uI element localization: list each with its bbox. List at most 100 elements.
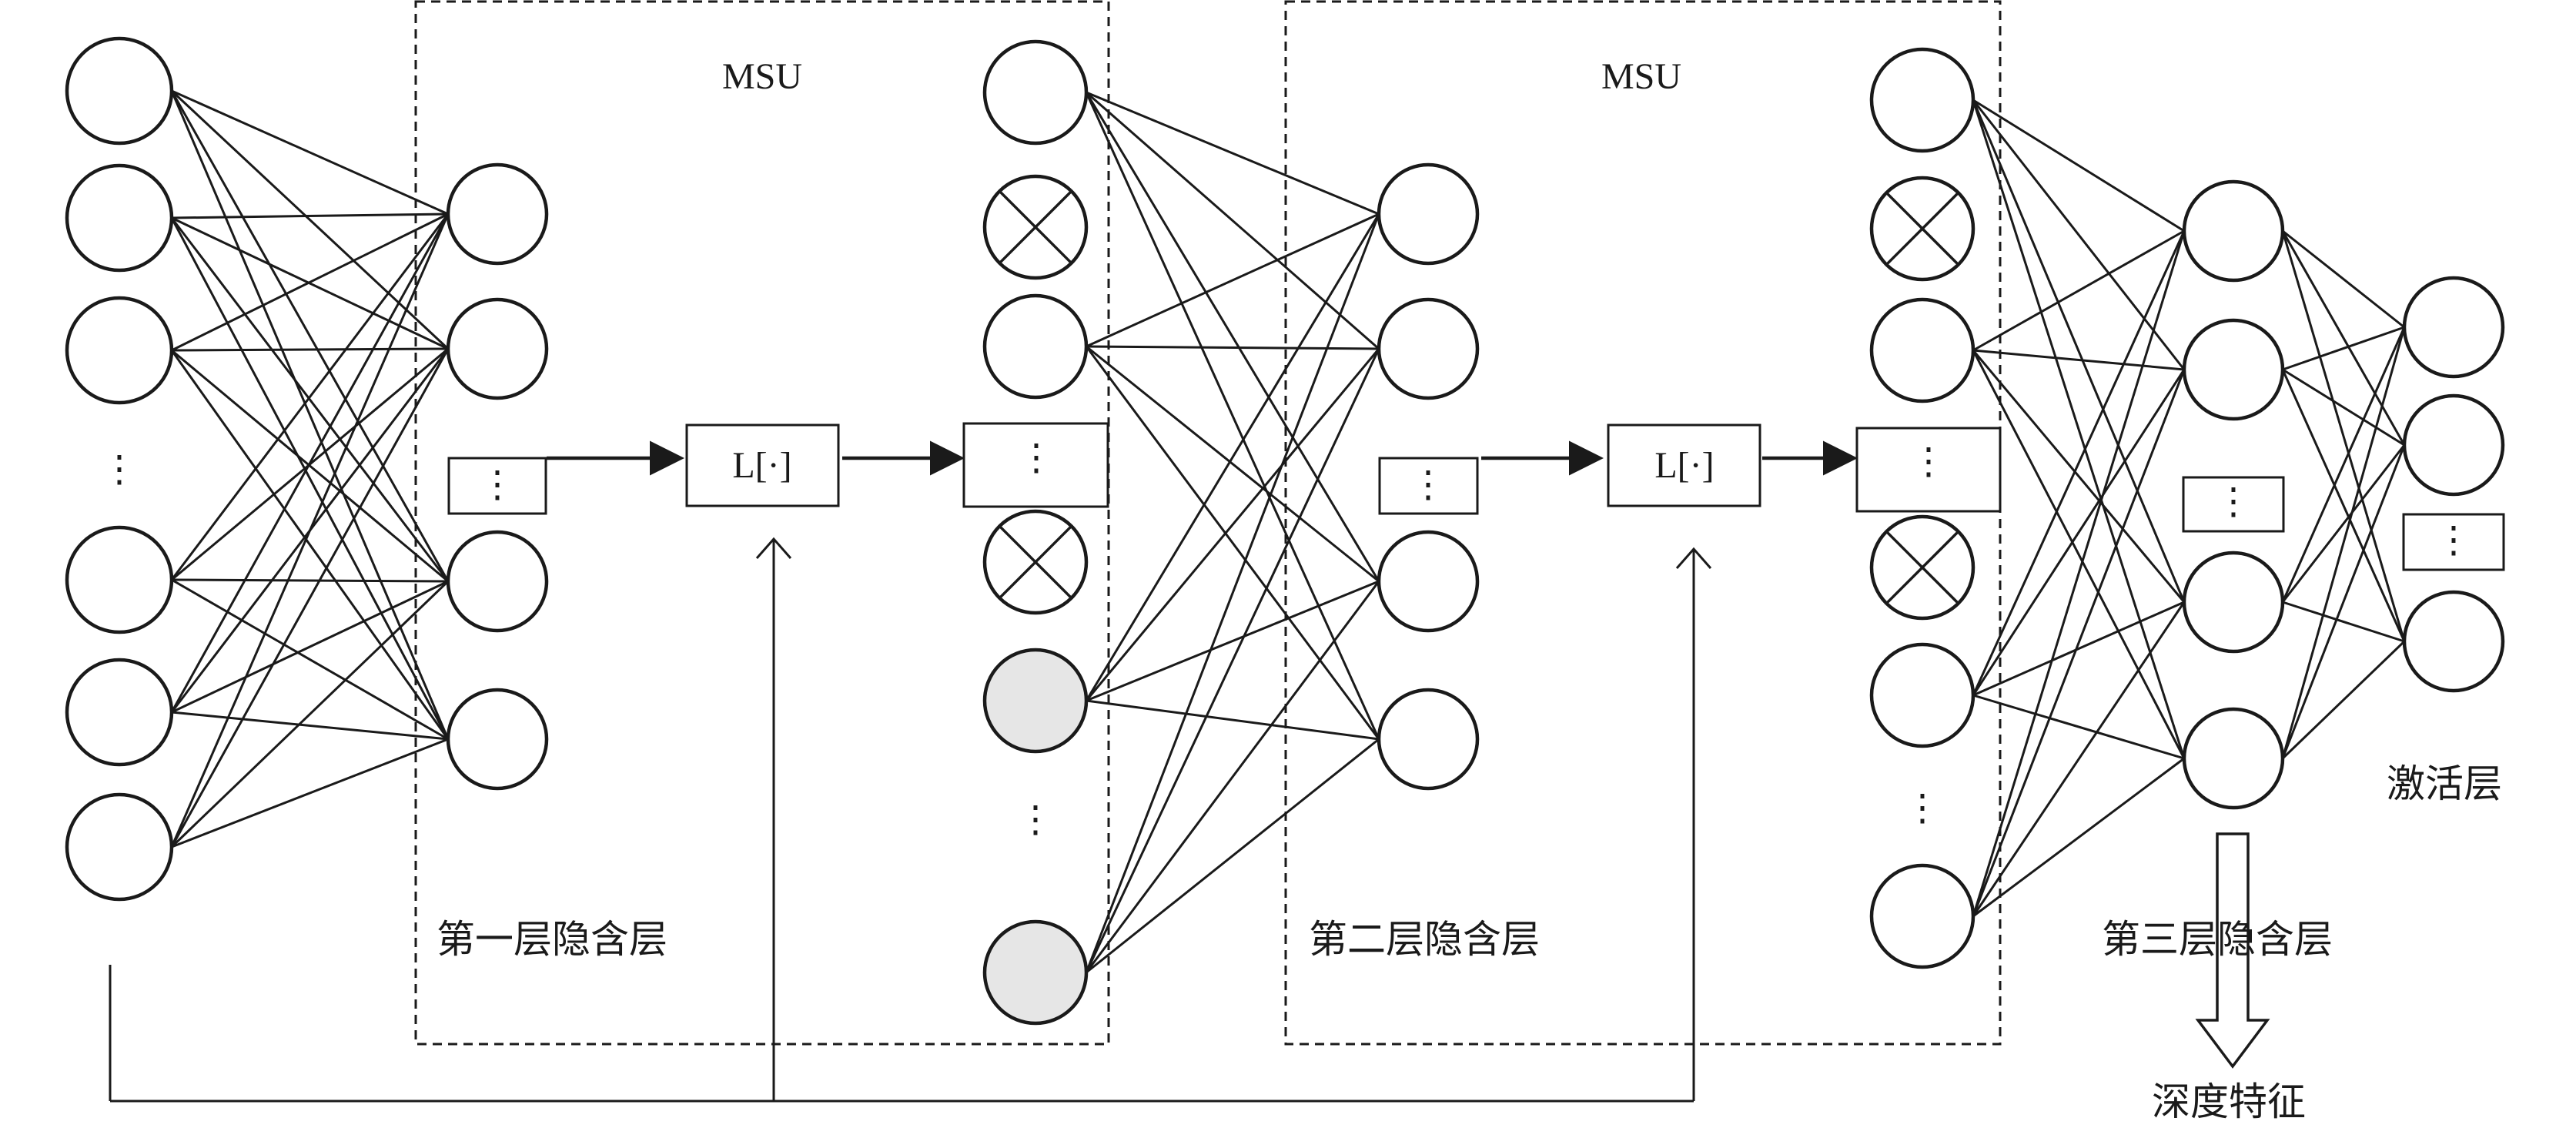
connection-line [1086, 213, 1380, 348]
function-box-1: L[·] [685, 423, 840, 507]
connection-line [1085, 581, 1380, 973]
hidden3-neuron [2182, 179, 2285, 283]
connection-line [1972, 601, 2185, 697]
svg-text:⋮: ⋮ [1018, 437, 1055, 478]
hidden1-neuron [446, 688, 549, 791]
connection-line [1972, 230, 2186, 696]
connection-line [1972, 369, 2186, 917]
connection-line [170, 217, 450, 740]
hidden2-neuron [1377, 688, 1480, 791]
connection-line [1086, 345, 1380, 350]
connection-line [171, 580, 449, 714]
connection-line [171, 213, 449, 352]
msu2-neuron [1869, 863, 1975, 969]
hidden-layer-2-label: 第二层隐含层 [1309, 917, 1540, 962]
activation-neuron [2402, 590, 2505, 693]
hidden-layer-3-label: 第三层隐含层 [2102, 917, 2333, 962]
ellipsis: ⋮ [101, 449, 138, 490]
connection-line [1972, 349, 2185, 371]
connection-line [1972, 99, 2185, 233]
connection-line [2282, 326, 2405, 371]
input-neuron [65, 163, 174, 273]
connection-line [171, 213, 449, 219]
hidden1-neuron [446, 530, 549, 633]
connection-line [2281, 640, 2406, 760]
ellipsis: ⋮ [1017, 799, 1054, 840]
hidden3-neuron [2182, 318, 2285, 421]
connection-line [1086, 699, 1380, 741]
svg-text:⋮: ⋮ [1910, 441, 1947, 482]
input-neuron [65, 792, 174, 902]
activation-neuron [2402, 276, 2505, 379]
connection-line [1086, 738, 1380, 974]
connection-line [170, 90, 450, 582]
neurons [65, 36, 2505, 1026]
activation-layer-label: 激活层 [2387, 761, 2502, 806]
highlighted-neuron [982, 919, 1089, 1026]
connection-line [2281, 326, 2406, 603]
dropped-neuron [982, 174, 1089, 280]
connection-line [1972, 99, 2186, 370]
connection-line [1085, 92, 1380, 740]
msu1-neuron [982, 39, 1089, 146]
connection-line [1085, 348, 1380, 701]
hidden-layer-1-label: 第一层隐含层 [437, 917, 667, 962]
input-neuron [65, 36, 174, 146]
connection-line [2281, 230, 2406, 446]
connection-line [1085, 348, 1380, 973]
connection-line [1086, 91, 1380, 350]
connection-line [171, 738, 449, 849]
connection-line [1086, 91, 1380, 216]
connection-line [170, 580, 450, 849]
input-neuron [65, 658, 174, 767]
msu-box-2 [1284, 0, 2002, 1046]
connection-line [170, 90, 450, 740]
connection-line [1085, 346, 1380, 740]
connection-line [1972, 601, 2186, 917]
connection-line [1085, 92, 1380, 582]
hidden1-neuron [446, 297, 549, 400]
connection-line [171, 89, 449, 216]
hidden3-neuron [2182, 551, 2285, 654]
svg-text:⋮: ⋮ [2435, 520, 2472, 561]
highlighted-neuron [982, 648, 1089, 754]
connection-line [1085, 213, 1380, 973]
msu1-neuron [982, 293, 1089, 400]
connection-line [170, 350, 450, 740]
output-arrow [2195, 832, 2270, 1069]
hidden3-neuron [2182, 707, 2285, 810]
connection-line [1972, 694, 2185, 760]
connection-line [170, 89, 450, 350]
msu2-neuron [1869, 47, 1975, 153]
ellipsis-box: ⋮ [1855, 427, 2002, 513]
connection-line [1086, 580, 1380, 702]
msu2-neuron [1869, 297, 1975, 403]
connection-line [2281, 326, 2406, 759]
skip-connection [109, 537, 1712, 1103]
connection-lines [170, 89, 2406, 974]
ellipsis: ⋮ [1904, 788, 1941, 828]
function-label: L[·] [732, 445, 791, 486]
hidden2-neuron [1377, 162, 1480, 266]
input-neuron [65, 525, 174, 634]
connection-line [1972, 757, 2185, 918]
connection-line [171, 349, 449, 583]
function-box-2: L[·] [1607, 423, 1761, 507]
connection-line [170, 213, 450, 581]
connection-line [2281, 230, 2406, 642]
ellipsis-box: ⋮ [962, 422, 1109, 508]
connection-line [170, 213, 450, 848]
connection-line [171, 347, 449, 352]
connection-line [170, 213, 450, 713]
connection-line [2281, 369, 2406, 642]
dropped-neuron [1869, 514, 1975, 621]
hidden2-neuron [1377, 297, 1480, 400]
connection-line [1972, 350, 2186, 759]
svg-text:⋮: ⋮ [479, 464, 516, 505]
connection-line [2282, 229, 2405, 329]
connection-line [1972, 229, 2185, 352]
svg-text:⋮: ⋮ [2215, 481, 2252, 522]
connection-line [2282, 601, 2405, 643]
connection-line [171, 578, 449, 741]
